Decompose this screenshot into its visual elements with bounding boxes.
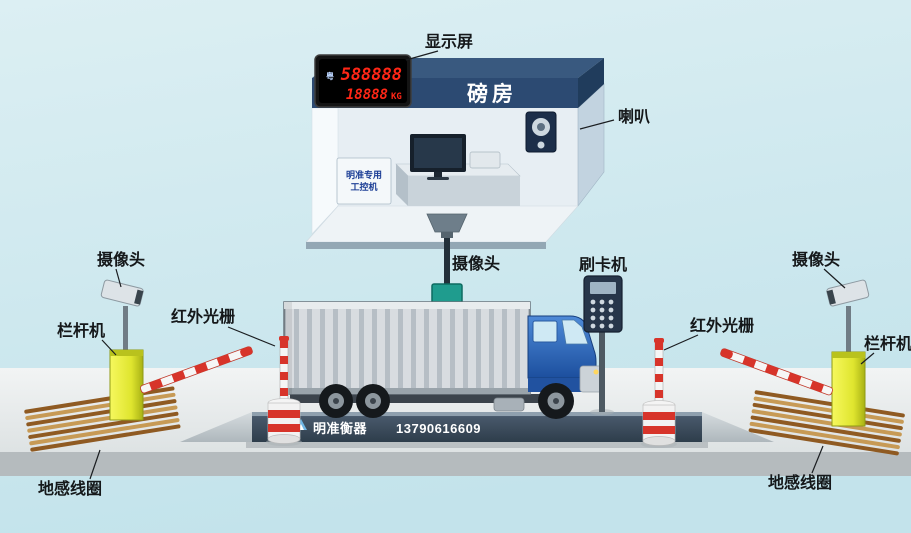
camera-mount — [426, 213, 468, 233]
led-panel — [319, 59, 407, 103]
label-camera-left: 摄像头 — [97, 250, 145, 269]
printer — [469, 151, 501, 169]
roof-side — [578, 58, 604, 108]
label-coil-left: 地感线圈 — [38, 479, 102, 498]
road-curb-strip — [0, 452, 911, 476]
card-reader-pole — [599, 332, 605, 412]
label-coil-right: 地感线圈 — [768, 473, 832, 492]
pointer-ir-right — [663, 334, 699, 351]
camera-left-lens — [134, 289, 144, 305]
label-camera-right: 摄像头 — [792, 250, 840, 269]
led-display: 粤 588888 18888 KG — [314, 54, 412, 108]
label-ir-left: 红外光栅 — [171, 307, 235, 326]
pointer-camera-right — [823, 268, 846, 289]
barrier-cabinet-right — [831, 351, 866, 427]
desk-front — [408, 176, 520, 206]
pointer-coil-right — [811, 445, 824, 474]
weighbridge-platform: 明准衡器 13790616609 — [252, 412, 702, 442]
pointer-barrier-left — [101, 339, 117, 356]
platform-top-lip — [252, 412, 702, 416]
led-line1: 588888 — [341, 65, 402, 85]
label-speaker: 喇叭 — [618, 107, 650, 126]
truck-wheels — [319, 383, 574, 419]
led-unit: KG — [391, 92, 402, 102]
label-camera-center: 摄像头 — [452, 254, 500, 273]
label-ir-right: 红外光栅 — [690, 316, 754, 335]
ir-curtain-right-assembly — [641, 338, 677, 448]
pointer-ir-left — [227, 326, 276, 347]
pointer-speaker — [579, 119, 615, 130]
desk-side — [396, 164, 408, 206]
monitor-screen — [414, 138, 462, 168]
pointer-barrier-right — [860, 352, 875, 365]
ir-drum-right — [642, 404, 676, 442]
monitor-base — [427, 177, 449, 180]
booth-floor-edge — [306, 242, 546, 249]
container-top-edge — [284, 302, 530, 309]
camera-pole-right — [846, 306, 851, 354]
barrier-gate-right-assembly — [720, 279, 870, 427]
barrier-gate-left-assembly — [100, 279, 253, 421]
label-display-screen: 显示屏 — [425, 33, 473, 51]
label-card-reader: 刷卡机 — [579, 255, 627, 274]
truck — [283, 301, 603, 419]
industrial-pc-label-line1: 明准专用 — [346, 169, 382, 180]
led-line2: 18888 — [346, 87, 388, 103]
truck-chassis — [290, 394, 556, 403]
platform-body — [252, 412, 702, 442]
speaker-box — [525, 111, 557, 153]
industrial-pc-label-line2: 工控机 — [350, 181, 377, 192]
camera-right-lens — [826, 289, 836, 305]
industrial-pc-box — [336, 157, 392, 205]
led-plate-prefix: 粤 — [326, 71, 334, 81]
weigh-house-title: 磅房 — [467, 82, 517, 106]
container-bottom-rail — [284, 388, 530, 394]
monitor-stand — [434, 172, 442, 177]
card-reader-keypad — [590, 299, 614, 329]
ir-curtain-left-assembly — [266, 336, 302, 446]
card-reader-screen — [590, 282, 616, 294]
camera-left-housing — [100, 279, 144, 307]
pointer-coil-left — [89, 449, 101, 480]
pointer-display — [405, 50, 439, 61]
platform-phone: 13790616609 — [396, 421, 481, 436]
label-barrier-right: 栏杆机 — [864, 334, 911, 353]
barrier-cabinet-left — [109, 349, 144, 421]
camera-pole-center — [444, 238, 450, 284]
label-barrier-left: 栏杆机 — [57, 321, 105, 340]
platform-brand: 明准衡器 — [313, 421, 368, 436]
side-window — [532, 320, 558, 343]
fuel-tank — [493, 397, 525, 412]
truck-container — [283, 301, 531, 395]
headlight — [593, 369, 599, 375]
ground-coil-right — [748, 390, 905, 456]
camera-pole-left — [123, 306, 128, 352]
platform-shadow — [246, 442, 708, 448]
windshield — [561, 319, 589, 345]
pointer-camera-left — [115, 268, 122, 288]
ramp-right — [702, 412, 774, 442]
card-reader-assembly — [583, 275, 623, 415]
camera-right-housing — [826, 279, 870, 307]
barrier-arm-right — [720, 348, 833, 396]
pointer-lines — [89, 50, 875, 480]
weigh-house: 明准专用 工控机 磅房 — [305, 58, 605, 249]
barrier-arm-left — [140, 346, 253, 394]
ramp-left — [180, 412, 252, 442]
front-bumper — [579, 365, 603, 393]
ir-drum-left — [267, 402, 301, 440]
